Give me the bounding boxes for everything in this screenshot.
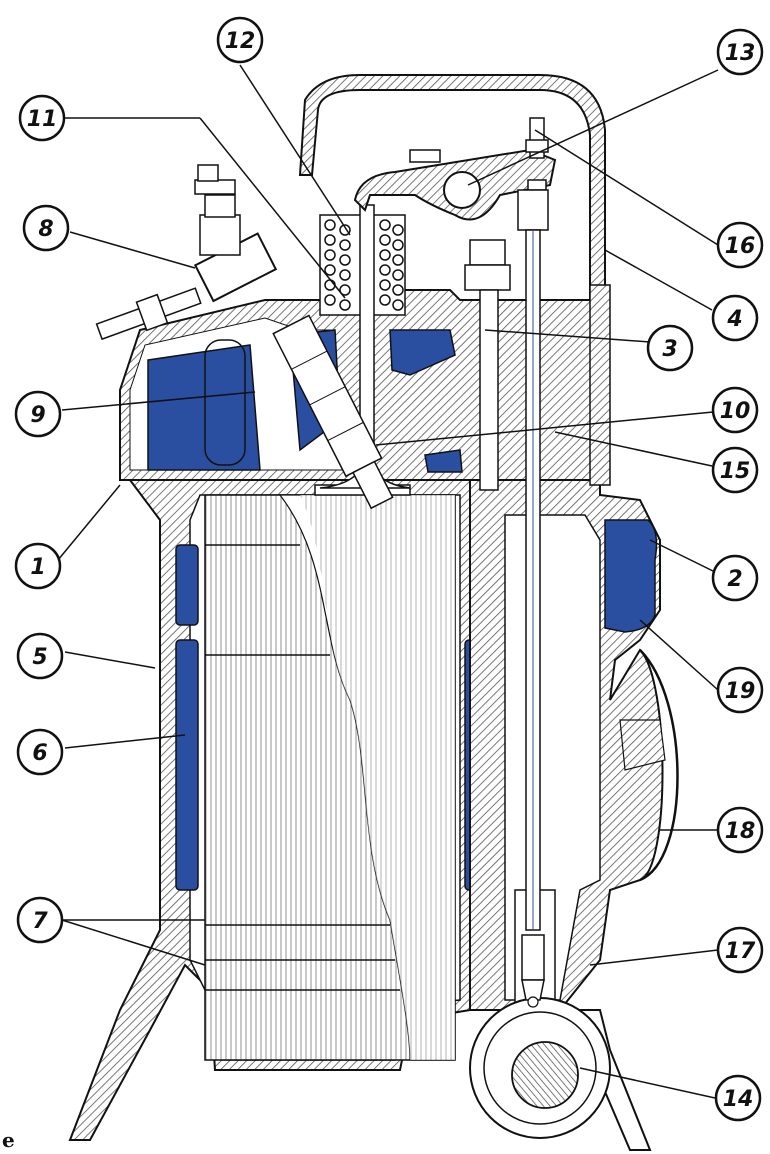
callout-3: 3 [646, 324, 694, 372]
callout-19: 19 [716, 666, 764, 714]
callout-8: 8 [22, 204, 70, 252]
callout-circle [714, 1074, 762, 1122]
callout-11: 11 [18, 94, 66, 142]
callout-15: 15 [711, 446, 759, 494]
callout-label: 14 [723, 1087, 754, 1112]
leader-lines [57, 64, 719, 1099]
pushrod [517, 179, 549, 931]
callout-16: 16 [716, 221, 764, 269]
callout-circle [711, 446, 759, 494]
adjusting-screw [525, 117, 549, 159]
callout-circle [711, 554, 759, 602]
callout-label: 1 [30, 555, 45, 580]
callout-circle [216, 16, 264, 64]
callout-circle [16, 896, 64, 944]
callout-13: 13 [716, 28, 764, 76]
callout-18: 18 [716, 806, 764, 854]
callout-circle [16, 632, 64, 680]
callout-label: 12 [225, 29, 256, 54]
callout-circle [18, 94, 66, 142]
callout-circle [716, 221, 764, 269]
tappet [521, 934, 545, 1008]
callout-1: 1 [14, 542, 62, 590]
callout-6: 6 [16, 728, 64, 776]
callout-17: 17 [716, 926, 764, 974]
callout-label: 16 [725, 234, 756, 259]
callout-label: 3 [662, 337, 677, 362]
callout-circle [711, 386, 759, 434]
side-coolant-chamber [604, 519, 658, 633]
callout-circle [14, 390, 62, 438]
callout-2: 2 [711, 554, 759, 602]
corner-mark: e [2, 1128, 15, 1152]
cylinder-liner [204, 494, 456, 1061]
callout-label: 9 [30, 403, 45, 428]
callout-circle [716, 926, 764, 974]
callout-label: 19 [725, 679, 756, 704]
callout-label: 2 [727, 567, 742, 592]
callout-label: 4 [726, 307, 742, 332]
callout-12: 12 [216, 16, 264, 64]
callout-label: 5 [32, 645, 47, 670]
callout-7: 7 [16, 896, 64, 944]
side-cover [619, 649, 679, 882]
callout-10: 10 [711, 386, 759, 434]
callout-label: 7 [32, 909, 48, 934]
callout-circle [716, 28, 764, 76]
callout-circle [16, 728, 64, 776]
callout-circle [716, 806, 764, 854]
callout-circle [646, 324, 694, 372]
rocker-cover [298, 74, 611, 486]
callout-label: 18 [725, 819, 756, 844]
callout-label: 6 [32, 741, 47, 766]
callout-label: 10 [720, 399, 751, 424]
callout-circle [711, 294, 759, 342]
callout-circle [22, 204, 70, 252]
callout-9: 9 [14, 390, 62, 438]
left-water-jacket [175, 544, 199, 891]
callout-label: 17 [725, 939, 756, 964]
callout-circle [14, 542, 62, 590]
camshaft [469, 997, 652, 1151]
cylinder-head-stud [464, 239, 511, 491]
callout-circle [716, 666, 764, 714]
callout-label: 11 [27, 107, 58, 132]
callout-14: 14 [714, 1074, 762, 1122]
callout-label: 15 [720, 459, 751, 484]
callout-label: 8 [38, 217, 53, 242]
fuel-injector [95, 164, 394, 510]
callout-5: 5 [16, 632, 64, 680]
callout-4: 4 [711, 294, 759, 342]
callout-label: 13 [725, 41, 756, 66]
